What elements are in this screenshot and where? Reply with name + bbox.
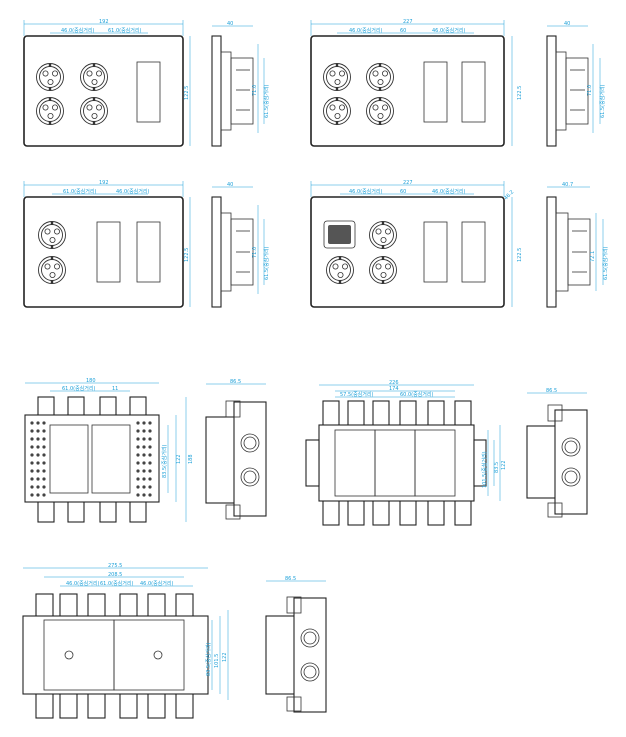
dim-h1: 71.0	[252, 247, 258, 258]
box-3-gang-side: 86.5	[526, 388, 588, 518]
dim-height: 122.5	[184, 248, 190, 262]
dim-seg-d: 46.0(중심거리)	[140, 580, 173, 587]
dim-seg-b: 11	[112, 386, 118, 392]
dim-height: 188	[188, 454, 194, 464]
dim-h2: 122	[176, 454, 182, 464]
dim-width: 180	[86, 378, 96, 384]
dim-seg-b: 60	[400, 28, 406, 34]
dim-depth: 40	[227, 21, 233, 27]
dim-h1: 72.1	[590, 251, 596, 262]
dim-seg-a: 46.0(중심거리)	[349, 188, 382, 195]
dim-width: 192	[99, 180, 109, 186]
dim-inner: 101.5(중심거리)	[481, 451, 488, 488]
front-view-2-socket-2-switch: 192 61.0(중심거리) 46.0(중심거리) 122.5	[23, 180, 191, 308]
dim-depth: 40	[564, 21, 570, 27]
dim-seg-a: 174	[389, 386, 399, 392]
dim-h2: 61.5(중심거리)	[263, 85, 270, 118]
box-4-gang-front: 275.5 208.5 46.0(중심거리) 61.0(중심거리) 46.0(중…	[22, 563, 229, 719]
dim-width: 275.5	[108, 563, 122, 569]
dim-seg-a: 61.0(중심거리)	[62, 385, 95, 392]
dim-height: 122	[501, 460, 507, 470]
dim-seg-c: 46.0(중심거리)	[432, 188, 465, 195]
dim-width: 226	[389, 380, 399, 386]
dim-h2: 61.5(중심거리)	[263, 247, 270, 280]
dim-depth: 86.5	[546, 388, 557, 394]
dim-seg-c: 46.0(중심거리)	[432, 27, 465, 34]
dim-inner: 83.5(중심거리)	[205, 643, 212, 676]
dim-h2: 101.5	[214, 654, 220, 668]
dim-tilt: 46.2	[503, 189, 515, 201]
dim-height: 122	[222, 652, 228, 662]
side-view-2: 40 71.0 61.5(중심거리)	[546, 21, 606, 147]
front-view-usb-3-socket-2-switch: 227 46.0(중심거리) 60 46.0(중심거리) 46.2 122.5	[310, 180, 523, 308]
side-view-4: 40.7 72.1 61.5(중심거리)	[546, 182, 609, 308]
dim-height: 122.5	[184, 86, 190, 100]
dim-width: 227	[403, 180, 413, 186]
dim-seg-b: 60	[400, 189, 406, 195]
dim-h1: 71.0	[252, 85, 258, 96]
dim-width: 192	[99, 19, 109, 25]
dim-h1: 71.0	[587, 85, 593, 96]
dim-seg-c: 60.0(중심거리)	[400, 391, 433, 398]
side-view-3: 40 71.0 61.5(중심거리)	[211, 182, 270, 308]
side-view-1: 40 71.0 61.5(중심거리)	[211, 21, 270, 147]
dim-width: 227	[403, 19, 413, 25]
dim-seg-b: 61.0(중심거리)	[108, 27, 141, 34]
dim-h2: 61.5(중심거리)	[599, 85, 606, 118]
dim-seg-b: 46.0(중심거리)	[116, 188, 149, 195]
box-3-gang-front: 226 174 57.5(중심거리) 60.0(중심거리) 101.5(중심거리…	[305, 380, 507, 526]
dim-seg-c: 61.0(중심거리)	[100, 580, 133, 587]
dim-seg-a: 46.0(중심거리)	[349, 27, 382, 34]
dim-h2: 83.5	[494, 462, 500, 473]
dim-seg-a: 208.5	[108, 572, 122, 578]
dim-seg-b: 46.0(중심거리)	[66, 580, 99, 587]
dim-height: 122.5	[517, 248, 523, 262]
dim-height: 122.5	[517, 86, 523, 100]
dim-depth: 40.7	[562, 182, 573, 188]
dim-h2: 61.5(중심거리)	[602, 247, 609, 280]
front-view-4-socket-1-switch: 192 46.0(중심거리) 61.0(중심거리) 122.5	[23, 19, 191, 147]
front-view-4-socket-2-switch: 227 46.0(중심거리) 60 46.0(중심거리) 122.5	[310, 19, 523, 147]
dim-depth: 40	[227, 182, 233, 188]
box-2-gang-front: 180 61.0(중심거리) 11 83.5(중심거리) 122 188	[24, 378, 194, 523]
dim-seg-a: 46.0(중심거리)	[61, 27, 94, 34]
dim-seg-a: 61.0(중심거리)	[63, 188, 96, 195]
box-2-gang-side: 86.5	[205, 379, 267, 520]
dim-depth: 86.5	[285, 576, 296, 582]
box-4-gang-side: 86.5	[265, 576, 327, 713]
dim-seg-b: 57.5(중심거리)	[340, 391, 373, 398]
dim-depth: 86.5	[230, 379, 241, 385]
dim-inner: 83.5(중심거리)	[161, 445, 168, 478]
